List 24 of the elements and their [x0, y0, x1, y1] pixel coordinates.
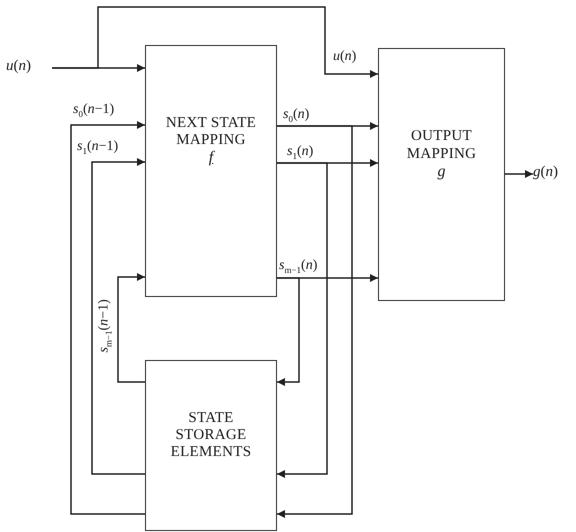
box-title: OUTPUT MAPPING [406, 128, 478, 163]
edge-label: u(n) [332, 50, 358, 64]
arrow [505, 170, 533, 178]
arrow [91, 158, 145, 475]
arrow [277, 277, 300, 386]
edge-label: s$_{0}$(n) [282, 108, 310, 124]
edge-label: s$_{0}$(n−1) [72, 103, 116, 119]
edge-label: s$_{1}$(n) [286, 145, 314, 161]
arrow [277, 162, 328, 478]
next-state-mapping-box [145, 45, 277, 297]
arrow [70, 121, 145, 515]
arrow [117, 273, 145, 383]
box-title: NEXT STATE MAPPING [164, 114, 258, 150]
arrow [277, 125, 353, 518]
output-signal-label: g(n) [533, 164, 576, 184]
edge-label: s$_{m−1}$(n) [278, 259, 318, 275]
input-signal-label: u(n) [6, 58, 52, 78]
output-mapping-box [378, 48, 505, 301]
state-storage-box [145, 360, 277, 531]
edge-label: s$_{1}$(n−1) [76, 140, 120, 156]
function-symbol: f [208, 149, 214, 168]
arrow [52, 6, 378, 78]
box-title: STATE STORAGE ELEMENTS [170, 410, 252, 462]
function-symbol: g [438, 162, 446, 181]
